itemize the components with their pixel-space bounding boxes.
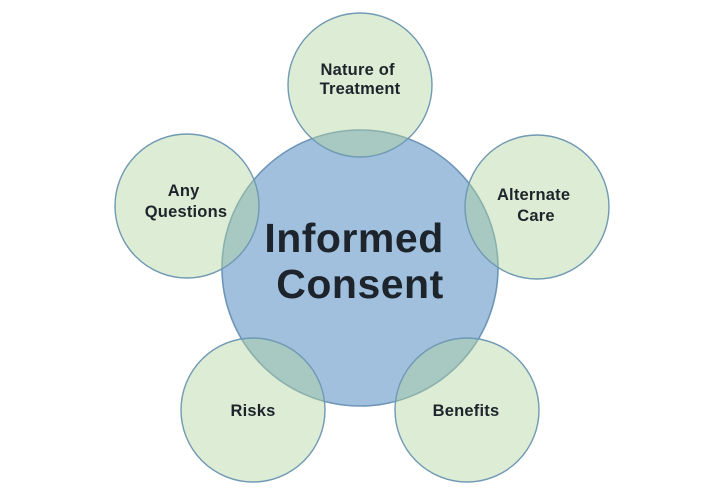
circle-any-questions (114, 133, 260, 279)
label-nature-of-treatment: Nature of Treatment (320, 61, 401, 98)
label-risks: Risks (230, 402, 275, 420)
circle-benefits (394, 337, 540, 483)
circle-risks (180, 337, 326, 483)
label-any-questions: Any Questions (145, 182, 227, 221)
label-line: Benefits (433, 402, 500, 420)
label-line: Risks (230, 402, 275, 420)
label-benefits: Benefits (433, 402, 500, 420)
label-line: Treatment (320, 80, 401, 98)
center-label-informed-consent: Informed Consent (264, 215, 455, 307)
label-line: Care (517, 207, 555, 225)
label-line: Any (168, 182, 200, 200)
satellite-circles (114, 12, 610, 483)
label-alternate-care: Alternate Care (497, 186, 575, 225)
label-line: Nature of (320, 61, 395, 79)
center-label-line-2: Consent (276, 261, 444, 307)
center-label-line-1: Informed (264, 215, 443, 261)
label-line: Alternate (497, 186, 570, 204)
label-line: Questions (145, 203, 227, 221)
circle-nature-of-treatment (287, 12, 433, 158)
circle-alternate-care (464, 134, 610, 280)
